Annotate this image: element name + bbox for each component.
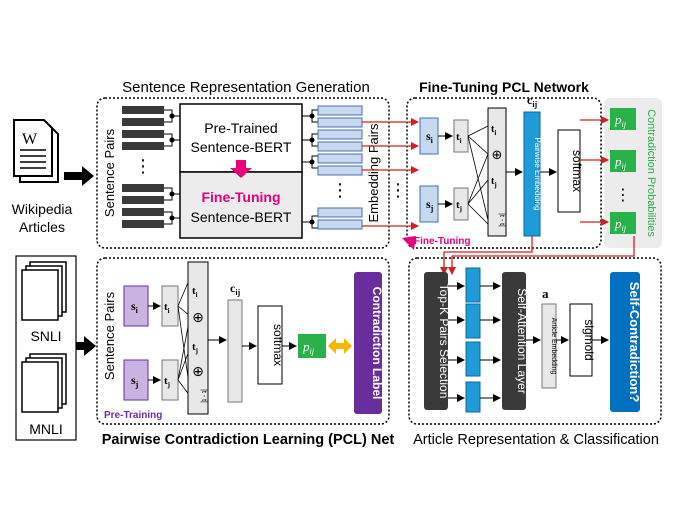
prob-box-3 [610, 212, 636, 234]
pretrain-softmax-box [257, 305, 283, 385]
prob-box-1 [610, 108, 636, 130]
finetuning-sbert-box [179, 171, 303, 239]
pretrain-concat-tj: tj [192, 341, 198, 355]
sentence-pairs-ellipsis: ⋮ [134, 156, 152, 176]
finetune-softmax-box [557, 129, 581, 213]
contradiction-probabilities-label: Contradiction Probabilities [645, 109, 657, 237]
mnli-label: MNLI [29, 421, 62, 437]
pre-training-tag: Pre-Training [104, 410, 162, 421]
prob-label-compare-arrow [328, 338, 352, 354]
pretrained-sbert-line2: Sentence-BERT [191, 139, 292, 155]
prob-box-2 [610, 150, 636, 172]
finetune-si-label: si [426, 129, 434, 145]
pretrain-prob-label: pij [302, 339, 315, 356]
pairwise-to-topk-arrow [440, 236, 533, 275]
prob-label-3: pij [614, 216, 627, 233]
sigmoid-label: sigmoid [582, 319, 596, 360]
softmax-to-probabilities-arrows [580, 116, 609, 226]
sentence-connectors-right [302, 109, 318, 229]
sbert-transition-arrow [230, 160, 252, 178]
topk-output-arrows [448, 282, 465, 402]
pretrain-ti-label: ti [164, 301, 170, 315]
sentence-pairs-label-top: Sentence Pairs [102, 128, 117, 217]
pairwise-embedding-label: Pairwise Embedding [533, 138, 542, 211]
pretrain-prob-box [298, 334, 326, 358]
finetune-concat-tj: tj [491, 176, 497, 189]
finetune-concat-oplus: ⊕ [492, 147, 503, 162]
probability-boxes [610, 108, 636, 234]
sentence-pairs-label-bottom: Sentence Pairs [102, 291, 117, 380]
finetuning-sbert-line1: Fine-Tuning [201, 189, 280, 205]
finetune-feature-connectors [467, 125, 489, 225]
finetune-arrow [388, 236, 416, 266]
contradiction-label-text: Contradiction Label [370, 287, 384, 400]
pretrain-softmax-label: softmax [271, 324, 285, 366]
article-embedding-box [541, 303, 557, 389]
pretrain-sj-box [123, 359, 149, 401]
panel-pcl-net [96, 257, 390, 425]
contradiction-label-box [354, 272, 382, 414]
topk-pairs-box [424, 272, 448, 410]
self-contradiction-label: Self-Contradiction? [627, 282, 642, 403]
finetune-softmax-label: softmax [570, 150, 584, 192]
wikipedia-input-arrow [64, 166, 94, 186]
snli-document-stack [21, 261, 67, 321]
article-embedding-label: Article Embedding [550, 318, 557, 375]
finetune-cij-label: cij [527, 93, 538, 109]
topk-pairs-label: Top-K Pairs Selection [437, 284, 451, 399]
pretrain-concat-oplus-2: ⊕ [192, 363, 204, 379]
prob-label-1: pij [614, 112, 627, 129]
section-title-pcl-net: Pairwise Contradiction Learning (PCL) Ne… [102, 432, 395, 448]
section-title-article-representation: Article Representation & Classification [413, 432, 659, 448]
pretrain-si-label: si [131, 299, 139, 315]
finetuning-sbert-line2: Sentence-BERT [191, 209, 292, 225]
pretrain-cij-label: cij [230, 281, 241, 297]
prob-ellipsis: ⋮ [615, 187, 631, 204]
section-title-fine-tuning-pcl: Fine-Tuning PCL Network [419, 79, 589, 95]
sentence-pair-blocks-top [122, 106, 164, 228]
pretrain-cij-box [227, 299, 243, 403]
wikipedia-w-glyph: W [22, 131, 38, 148]
embedding-to-finetune-arrows [362, 118, 419, 230]
mnli-document-stack [21, 353, 67, 413]
pretrain-tj-label: tj [164, 375, 170, 389]
pretrain-concat-ti: ti [192, 285, 198, 299]
panel-article-representation [408, 257, 662, 425]
pretrain-concat-box [187, 261, 209, 415]
section-title-sentence-representation: Sentence Representation Generation [122, 79, 370, 96]
pretrain-si-box [123, 285, 149, 327]
pretrained-sbert-line1: Pre-Trained [204, 120, 277, 136]
embeddings-to-attention-arrows [480, 282, 501, 402]
panel-sentence-representation [96, 97, 390, 249]
article-embedding-symbol: a [542, 286, 549, 301]
snli-label: SNLI [30, 328, 61, 344]
fine-tuning-tag: Fine-Tuning [414, 236, 470, 247]
probabilities-to-topk-arrow [448, 236, 635, 275]
selected-pair-embeddings [465, 267, 481, 413]
pretrain-sj-label: sj [131, 373, 139, 389]
finetune-ti-label: ti [456, 131, 462, 145]
embedding-pair-blocks [317, 105, 363, 230]
self-contradiction-box [610, 272, 640, 412]
self-attention-box [502, 272, 526, 410]
panel-fine-tuning-pcl [406, 97, 602, 249]
wikipedia-document-icon: W [13, 119, 59, 183]
panel-gap-ellipsis: ⋮ [389, 180, 407, 200]
finetune-sj-label: sj [426, 197, 434, 213]
wikipedia-label-line2: Articles [19, 219, 65, 235]
panel-contradiction-probabilities [604, 98, 662, 248]
finetune-tj-label: tj [456, 199, 462, 213]
pretrain-concat-oplus: ⊕ [192, 309, 204, 325]
self-attention-label: Self-Attention Layer [515, 288, 529, 393]
pretrain-concat-absdiff: |t - t| [200, 389, 207, 403]
prob-label-2: pij [614, 154, 627, 171]
nli-input-arrow [76, 336, 96, 356]
embedding-pairs-label: Embedding Pairs [366, 123, 381, 222]
wikipedia-label-line1: Wikipedia [12, 201, 73, 217]
finetune-concat-ti: ti [491, 124, 496, 137]
sentence-connectors-left [164, 109, 180, 225]
embedding-pairs-ellipsis: ⋮ [331, 180, 349, 200]
finetune-concat-absdiff: |t - t| [498, 213, 505, 227]
